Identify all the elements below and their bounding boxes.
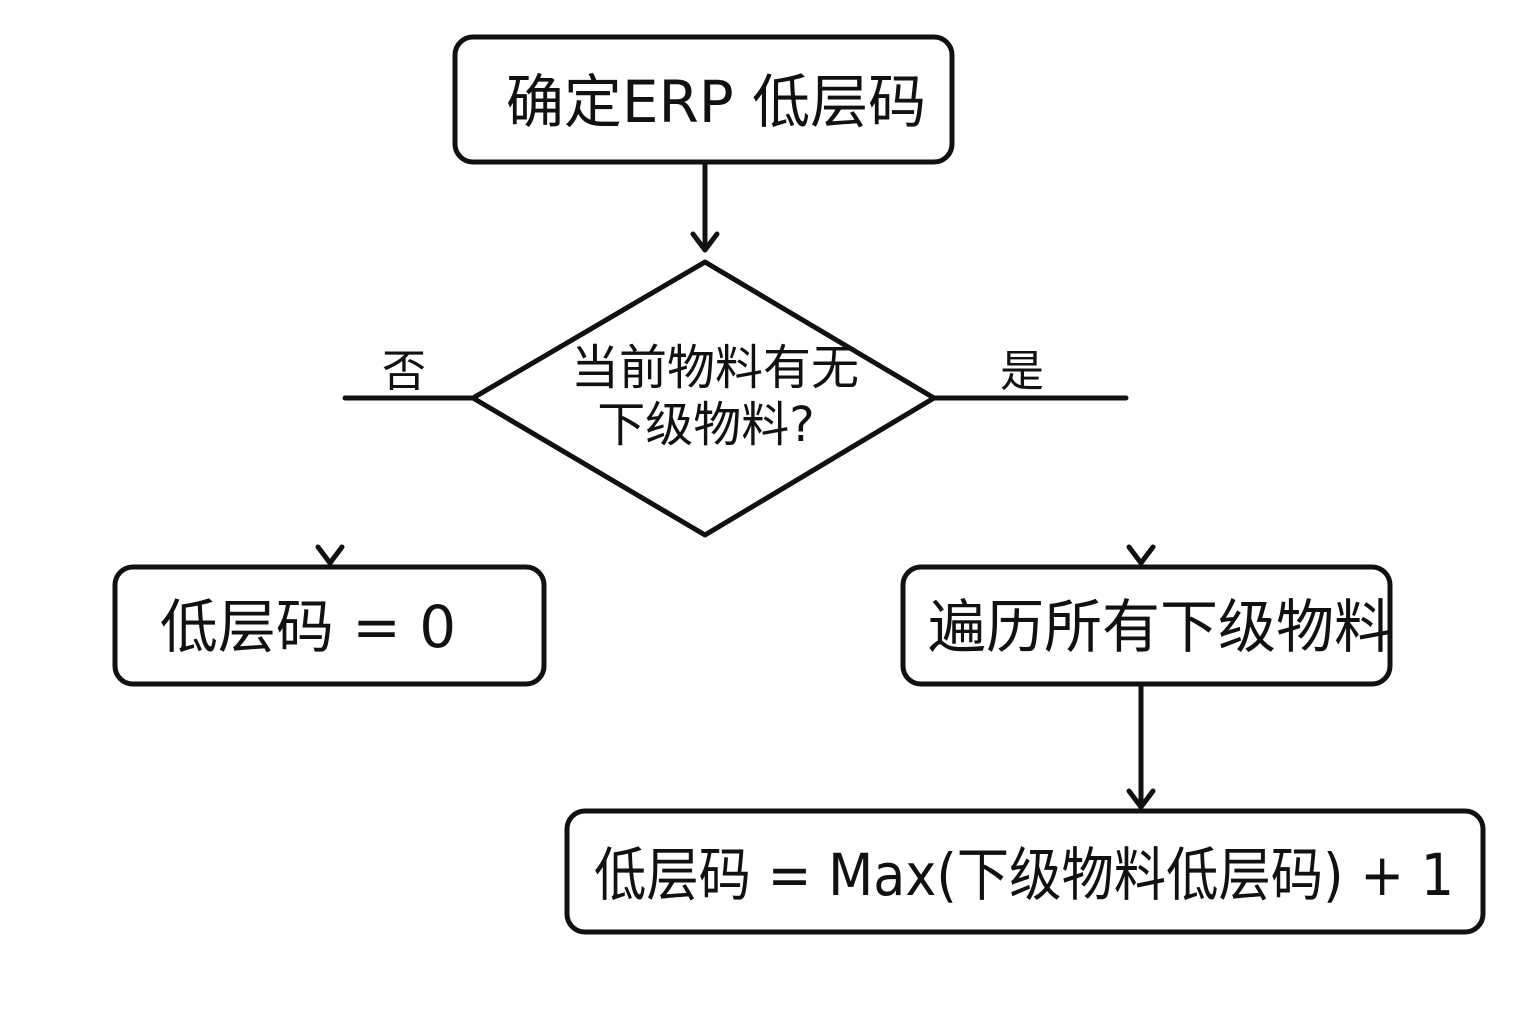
- decision-label-line1: 当前物料有无: [571, 340, 859, 396]
- traverse-label: 遍历所有下级物料: [928, 593, 1392, 661]
- arrow-head-icon: [690, 231, 720, 253]
- zero-label: 低层码 = 0: [160, 593, 456, 661]
- arrow-head-icon: [1126, 544, 1156, 566]
- start-label: 确定ERP 低层码: [506, 68, 926, 136]
- traverse-box: [900, 564, 1393, 687]
- edge-yes-label: 是: [1000, 346, 1044, 397]
- formula-box: [564, 808, 1486, 935]
- arrow-head-icon: [1126, 788, 1156, 810]
- edge-no-label: 否: [382, 346, 426, 397]
- arrow-head-icon: [315, 544, 345, 566]
- decision-label-line2: 下级物料?: [597, 397, 814, 453]
- decision-diamond: [470, 259, 937, 538]
- formula-label: 低层码 = Max(下级物料低层码) + 1: [594, 841, 1454, 909]
- zero-box: [112, 564, 547, 687]
